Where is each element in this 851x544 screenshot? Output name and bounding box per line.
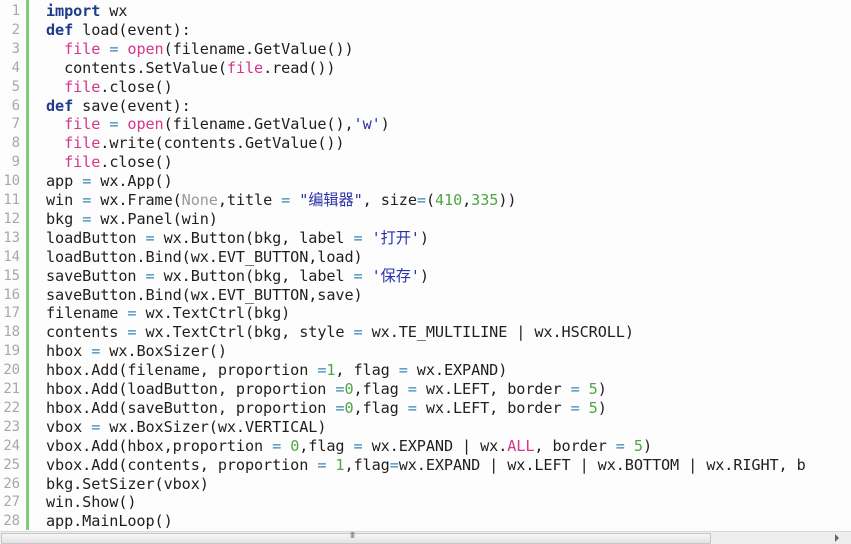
line-number: 2: [11, 21, 20, 38]
code-line[interactable]: 10 app = wx.App(): [0, 172, 851, 191]
line-number: 25: [3, 456, 20, 473]
line-code: hbox.Add(saveButton, proportion =0,flag …: [46, 398, 607, 417]
line-number: 6: [11, 97, 20, 114]
line-number: 13: [3, 229, 20, 246]
line-number: 20: [3, 362, 20, 379]
line-code: file.close(): [64, 77, 173, 96]
line-code: hbox.Add(loadButton, proportion =0,flag …: [46, 380, 607, 398]
line-number: 23: [3, 418, 20, 435]
code-line[interactable]: 24 vbox.Add(hbox,proportion = 0,flag = wx…: [0, 437, 851, 456]
line-code: saveButton = wx.Button(bkg, label = '保存'…: [46, 266, 429, 285]
line-number: 3: [11, 40, 20, 57]
line-code: win = wx.Frame(None,title = "编辑器", size=…: [46, 191, 517, 209]
line-code: import wx: [46, 2, 128, 20]
line-number: 19: [3, 343, 20, 360]
line-code: bkg.SetSizer(vbox): [46, 474, 209, 493]
line-code: app.MainLoop(): [46, 512, 173, 530]
line-number: 1: [11, 3, 20, 19]
scroll-right-arrow-icon[interactable]: [835, 534, 839, 542]
code-line[interactable]: 13 loadButton = wx.Button(bkg, label = '打…: [0, 229, 851, 248]
code-line[interactable]: 6 def save(event):: [0, 97, 851, 116]
code-line[interactable]: 16 saveButton.Bind(wx.EVT_BUTTON,save): [0, 286, 851, 305]
line-code: bkg = wx.Panel(win): [46, 209, 218, 228]
line-code: saveButton.Bind(wx.EVT_BUTTON,save): [46, 285, 363, 304]
line-code: win.Show(): [46, 493, 137, 512]
code-line[interactable]: 17 filename = wx.TextCtrl(bkg): [0, 304, 851, 323]
code-line[interactable]: 26 bkg.SetSizer(vbox): [0, 475, 851, 494]
code-line[interactable]: 3 file = open(filename.GetValue()): [0, 40, 851, 59]
line-number: 5: [11, 78, 20, 95]
line-code: hbox = wx.BoxSizer(): [46, 342, 227, 361]
horizontal-scrollbar[interactable]: III: [0, 531, 851, 544]
line-number: 8: [11, 135, 20, 152]
line-code: vbox.Add(contents, proportion = 1,flag=w…: [46, 455, 806, 474]
line-number: 17: [3, 305, 20, 322]
line-code: contents.SetValue(file.read()): [46, 58, 336, 77]
line-code: file = open(filename.GetValue()): [64, 39, 354, 58]
line-code: filename = wx.TextCtrl(bkg): [46, 304, 291, 323]
code-line[interactable]: 11 win = wx.Frame(None,title = "编辑器", siz…: [0, 191, 851, 210]
line-number: 4: [11, 59, 20, 76]
line-code: contents = wx.TextCtrl(bkg, style = wx.T…: [46, 323, 634, 342]
line-number: 26: [3, 475, 20, 492]
line-code: file = open(filename.GetValue(),'w'): [64, 115, 390, 134]
code-line[interactable]: 25 vbox.Add(contents, proportion = 1,flag…: [0, 456, 851, 475]
line-number: 10: [3, 173, 20, 190]
code-line[interactable]: 8 file.write(contents.GetValue()): [0, 134, 851, 153]
change-gutter-bar: [26, 0, 29, 530]
code-line[interactable]: 1 import wx: [0, 2, 851, 21]
line-number: 22: [3, 399, 20, 416]
code-line[interactable]: 15 saveButton = wx.Button(bkg, label = '保…: [0, 267, 851, 286]
code-line[interactable]: 9 file.close(): [0, 153, 851, 172]
code-line[interactable]: 28 app.MainLoop(): [0, 512, 851, 530]
code-line[interactable]: 12 bkg = wx.Panel(win): [0, 210, 851, 229]
code-line[interactable]: 27 win.Show(): [0, 493, 851, 512]
line-code: file.close(): [64, 153, 173, 172]
code-line[interactable]: 4 contents.SetValue(file.read()): [0, 59, 851, 78]
code-line[interactable]: 5 file.close(): [0, 78, 851, 97]
line-number: 14: [3, 248, 20, 265]
scrollbar-grip-icon: III: [350, 531, 355, 540]
line-code: loadButton.Bind(wx.EVT_BUTTON,load): [46, 247, 363, 266]
code-line[interactable]: 23 vbox = wx.BoxSizer(wx.VERTICAL): [0, 418, 851, 437]
code-line[interactable]: 14 loadButton.Bind(wx.EVT_BUTTON,load): [0, 248, 851, 267]
line-number: 24: [3, 437, 20, 454]
code-line[interactable]: 2 def load(event):: [0, 21, 851, 40]
code-line[interactable]: 21 hbox.Add(loadButton, proportion =0,fla…: [0, 380, 851, 399]
line-code: vbox.Add(hbox,proportion = 0,flag = wx.E…: [46, 436, 652, 455]
code-line[interactable]: 19 hbox = wx.BoxSizer(): [0, 342, 851, 361]
line-number: 15: [3, 267, 20, 284]
line-code: hbox.Add(filename, proportion =1, flag =…: [46, 361, 508, 380]
line-number: 21: [3, 381, 20, 397]
line-number: 11: [3, 192, 20, 208]
line-number: 28: [3, 513, 20, 530]
line-code: def load(event):: [46, 20, 191, 39]
line-number: 16: [3, 286, 20, 303]
line-number: 27: [3, 494, 20, 511]
line-code: def save(event):: [46, 96, 191, 115]
line-code: app = wx.App(): [46, 172, 173, 191]
line-number: 7: [11, 116, 20, 133]
line-code: file.write(contents.GetValue()): [64, 134, 345, 153]
scrollbar-thumb[interactable]: III: [1, 531, 711, 544]
code-line[interactable]: 20 hbox.Add(filename, proportion =1, flag…: [0, 361, 851, 380]
line-number: 12: [3, 210, 20, 227]
line-number: 18: [3, 324, 20, 341]
code-line[interactable]: 7 file = open(filename.GetValue(),'w'): [0, 115, 851, 134]
code-line[interactable]: 22 hbox.Add(saveButton, proportion =0,fla…: [0, 399, 851, 418]
code-line[interactable]: 18 contents = wx.TextCtrl(bkg, style = wx…: [0, 323, 851, 342]
line-code: vbox = wx.BoxSizer(wx.VERTICAL): [46, 417, 327, 436]
line-number: 9: [11, 154, 20, 171]
line-code: loadButton = wx.Button(bkg, label = '打开'…: [46, 228, 429, 247]
